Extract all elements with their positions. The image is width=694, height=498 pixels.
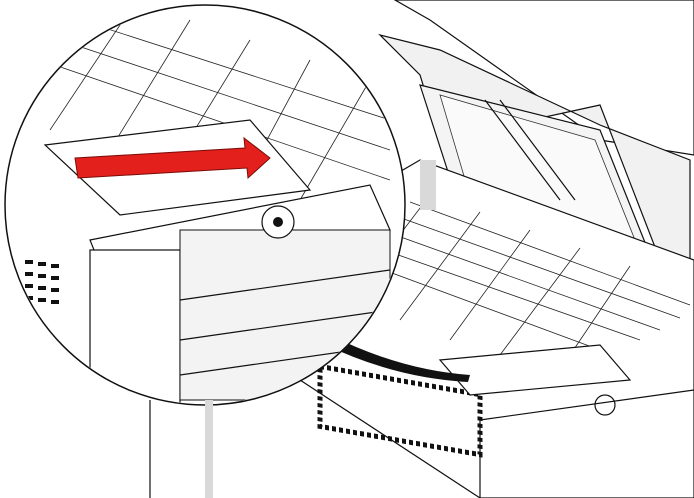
tray-in-place	[438, 344, 632, 396]
fan-icon	[594, 394, 616, 416]
detail-callout	[4, 4, 406, 406]
fan-icon	[261, 205, 295, 239]
arrow-right-icon	[74, 136, 271, 180]
callout-grid	[39, 9, 391, 201]
curved-arrow-icon	[326, 335, 470, 382]
